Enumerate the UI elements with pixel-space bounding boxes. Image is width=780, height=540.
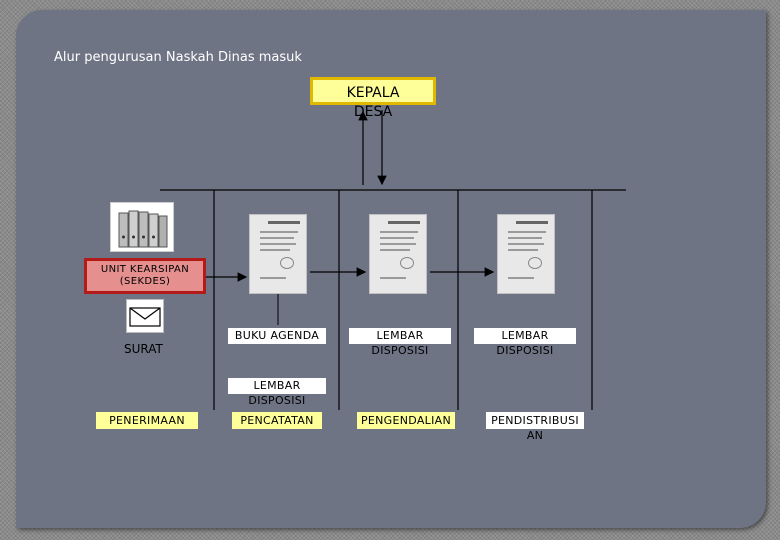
stage-penerimaan: PENERIMAAN — [96, 412, 198, 429]
unit-kearsipan-line2: (SEKDES) — [119, 276, 171, 287]
envelope-icon — [126, 299, 164, 333]
stage-pengendalian-label: PENGENDALIAN — [360, 414, 452, 427]
kepala-desa-line2: DESA — [353, 104, 393, 120]
kepala-desa-line1: KEPALA — [346, 85, 400, 101]
lembar-disposisi-2-line1: LEMBAR — [501, 329, 549, 342]
stage-pendistribusian-line2: AN — [526, 429, 544, 442]
stage-pencatatan: PENCATATAN — [232, 412, 322, 429]
stage-pendistribusian-line1: PENDISTRIBUSI — [491, 414, 579, 427]
lembar-disposisi-3-line1: LEMBAR — [253, 379, 301, 392]
kepala-desa-box: KEPALA DESA — [310, 77, 436, 120]
lembar-disposisi-3-line2: DISPOSISI — [248, 394, 306, 407]
unit-kearsipan-line1: UNIT KEARSIPAN — [100, 264, 190, 275]
lembar-disposisi-1-line2: DISPOSISI — [371, 344, 429, 357]
diagram-title: Alur pengurusan Naskah Dinas masuk — [54, 50, 302, 65]
binders-icon — [110, 202, 174, 252]
document-icon — [369, 214, 427, 294]
surat-label: SURAT — [124, 342, 163, 356]
stage-pencatatan-label: PENCATATAN — [240, 414, 314, 427]
buku-agenda-box: BUKU AGENDA — [228, 328, 326, 344]
stage-pengendalian: PENGENDALIAN — [357, 412, 455, 429]
unit-kearsipan-box: UNIT KEARSIPAN (SEKDES) — [84, 258, 206, 294]
lembar-disposisi-2-line2: DISPOSISI — [496, 344, 554, 357]
lembar-disposisi-box-2: LEMBAR DISPOSISI — [474, 328, 576, 357]
stage-penerimaan-label: PENERIMAAN — [109, 414, 185, 427]
stage-pendistribusian: PENDISTRIBUSI AN — [486, 412, 584, 442]
lembar-disposisi-1-line1: LEMBAR — [376, 329, 424, 342]
document-icon — [249, 214, 307, 294]
document-icon — [497, 214, 555, 294]
lembar-disposisi-box-1: LEMBAR DISPOSISI — [349, 328, 451, 357]
buku-agenda-label: BUKU AGENDA — [234, 329, 320, 342]
lembar-disposisi-box-3: LEMBAR DISPOSISI — [228, 378, 326, 407]
